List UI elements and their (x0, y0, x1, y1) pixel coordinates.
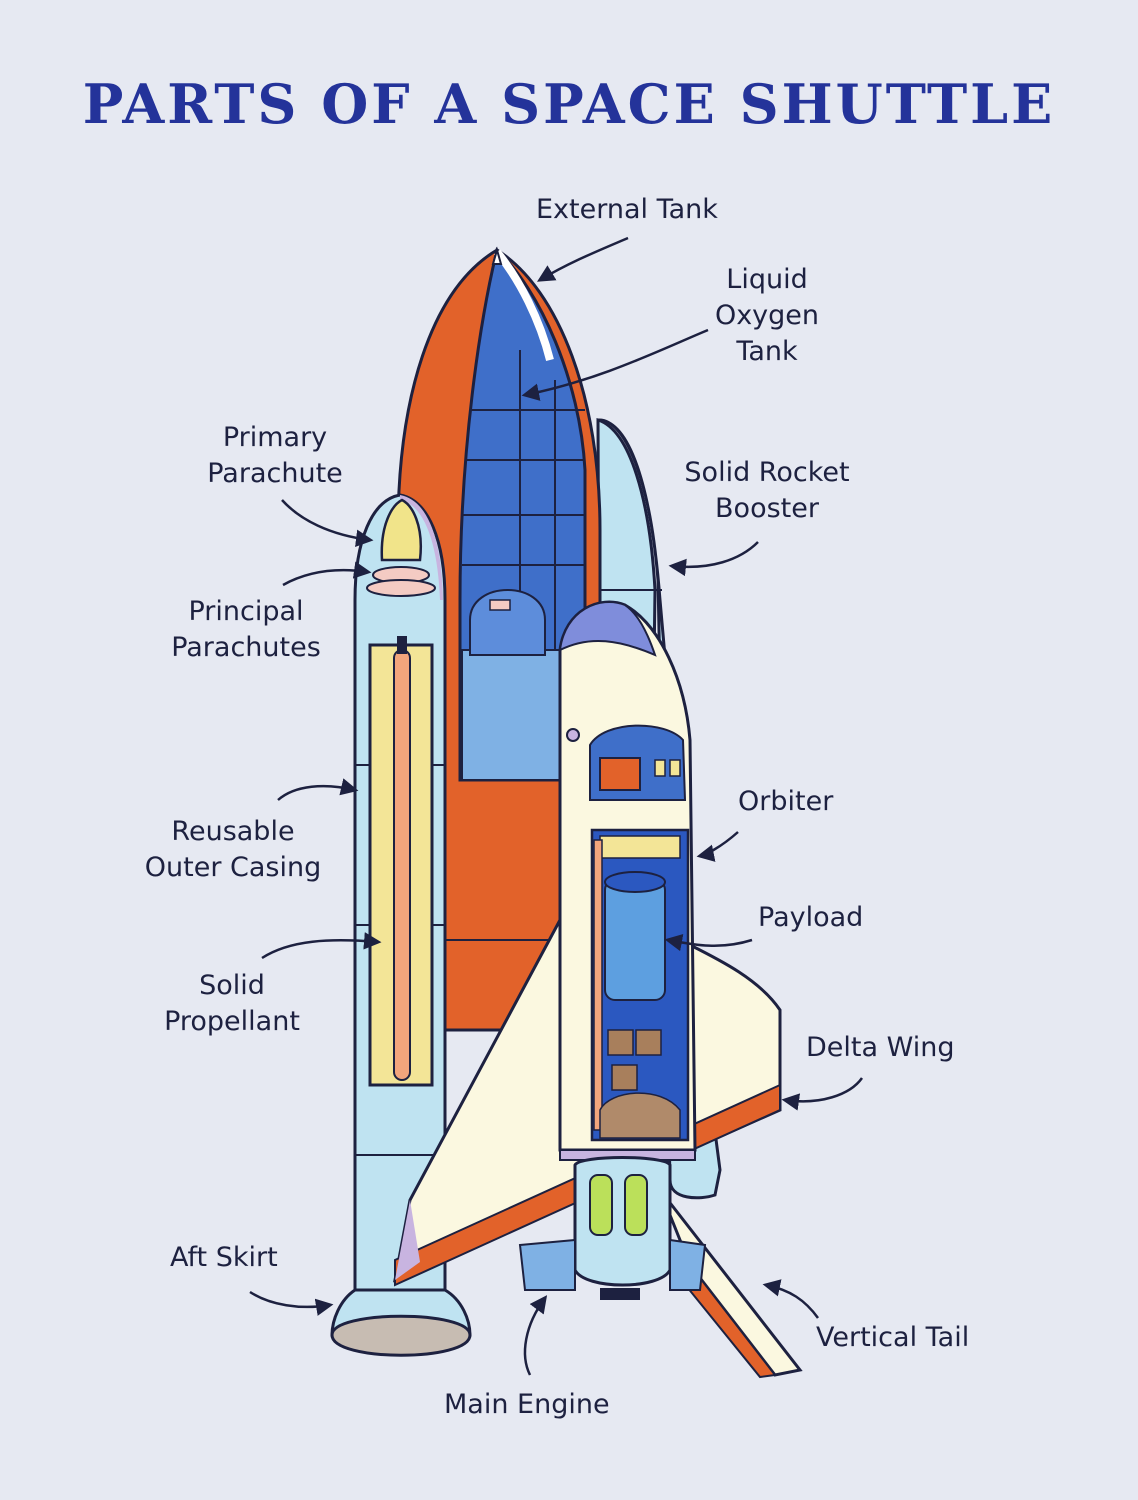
label-solid-propellant: Solid Propellant (164, 970, 300, 1037)
label-principal-parachutes: Principal Parachutes (171, 596, 321, 663)
label-primary-parachute: Primary Parachute (207, 422, 343, 489)
left-booster (330, 493, 472, 1357)
label-aft-skirt: Aft Skirt (170, 1242, 278, 1273)
label-vertical-tail: Vertical Tail (816, 1322, 970, 1353)
external-tank (396, 246, 602, 1032)
label-liquid-oxygen-tank: Liquid Oxygen Tank (714, 264, 820, 367)
leader-arrows (249, 236, 864, 1376)
arrow-main-engine (523, 1295, 548, 1376)
arrow-aft-skirt (249, 1290, 334, 1316)
arrow-vertical-tail (762, 1279, 820, 1319)
label-payload: Payload (758, 902, 864, 933)
label-reusable-outer-casing: Reusable Outer Casing (144, 816, 322, 883)
arrow-orbiter (696, 831, 739, 862)
label-solid-rocket-booster: Solid Rocket Booster (684, 457, 850, 524)
page-title: PARTS OF A SPACE SHUTTLE (82, 72, 1056, 136)
arrow-external-tank (536, 236, 629, 282)
label-external-tank: External Tank (536, 194, 718, 225)
label-delta-wing: Delta Wing (806, 1032, 955, 1063)
arrow-liquid-oxygen-tank (521, 328, 709, 401)
label-orbiter: Orbiter (738, 786, 834, 817)
arrow-payload (664, 933, 753, 952)
arrow-primary-parachute (281, 499, 374, 547)
arrow-principal-parachutes (282, 561, 372, 587)
label-main-engine: Main Engine (444, 1389, 610, 1420)
arrow-delta-wing (781, 1077, 864, 1111)
arrow-reusable-outer-casing (277, 778, 359, 801)
orbiter (393, 600, 803, 1379)
arrow-solid-propellant (261, 932, 382, 960)
arrow-solid-rocket-booster (668, 541, 759, 577)
